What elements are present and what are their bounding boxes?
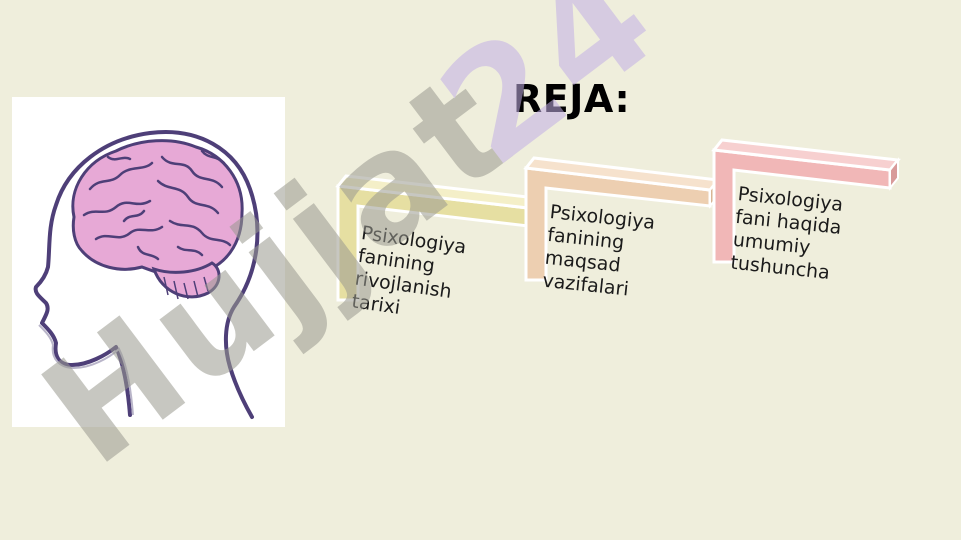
step-2-text: Psixologiya fanining maqsad vazifalari — [541, 201, 656, 304]
head-illustration-panel — [12, 97, 285, 427]
brain-head-icon — [33, 130, 260, 419]
step-3-text: Psixologiya fani haqida umumiy tushuncha — [729, 183, 844, 286]
step-3-arrow — [711, 138, 901, 264]
slide-title: REJA: — [513, 77, 631, 122]
step-1-text: Psixologiya fanining rivojlanish tarixi — [350, 222, 467, 328]
